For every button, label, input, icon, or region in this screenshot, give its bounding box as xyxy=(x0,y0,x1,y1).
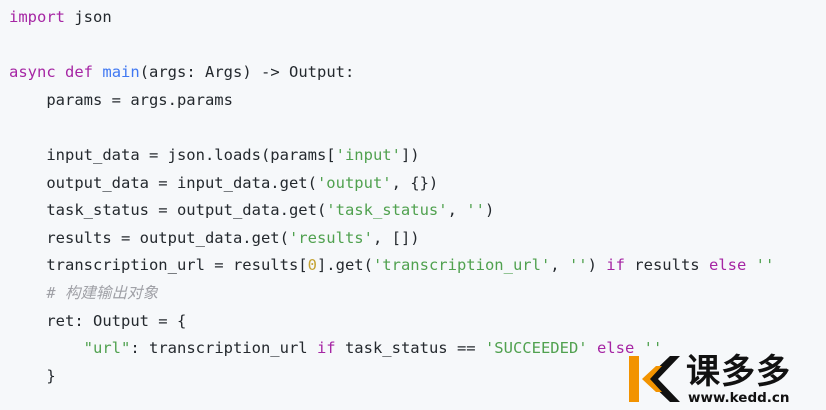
code-token: params = args.params xyxy=(9,90,233,109)
code-token: 'task_status' xyxy=(326,201,448,220)
code-line: input_data = json.loads(params['input']) xyxy=(9,142,826,170)
code-token: if xyxy=(316,339,336,358)
code-token: 'input' xyxy=(335,145,401,164)
code-token: main xyxy=(102,63,140,82)
code-line: } xyxy=(9,363,826,391)
code-token: task_status = output_data.get( xyxy=(9,201,327,220)
code-line: task_status = output_data.get('task_stat… xyxy=(9,197,826,225)
code-token: ].get( xyxy=(316,256,373,275)
code-token: task_status == xyxy=(335,339,485,358)
code-token xyxy=(9,284,46,302)
code-token: ret: Output = { xyxy=(9,311,187,330)
kedd-logo-icon xyxy=(629,356,680,402)
code-token: 'transcription_url' xyxy=(372,256,551,275)
code-line: ret: Output = { xyxy=(9,308,826,336)
code-token: json xyxy=(65,8,112,26)
code-line: results = output_data.get('results', []) xyxy=(9,225,826,253)
code-token: else xyxy=(596,339,635,358)
watermark-brand-name: 课多多 xyxy=(686,352,791,392)
code-token: '' xyxy=(643,339,663,358)
code-token: ) xyxy=(587,256,607,275)
code-line: output_data = input_data.get('output', {… xyxy=(9,170,826,198)
code-token: # 构建输出对象 xyxy=(46,283,158,302)
code-token xyxy=(56,63,65,81)
code-token: else xyxy=(708,256,747,275)
code-line: "url": transcription_url if task_status … xyxy=(9,335,826,363)
code-block: import json​async def main(args: Args) -… xyxy=(9,4,826,390)
code-token: async xyxy=(9,63,56,82)
code-token: if xyxy=(606,256,625,275)
code-token: 0 xyxy=(307,256,317,275)
code-token: output_data = input_data.get( xyxy=(9,173,317,192)
code-line: ​ xyxy=(9,32,826,60)
code-token xyxy=(746,256,755,274)
code-token: '' xyxy=(466,201,485,220)
code-line: params = args.params xyxy=(9,87,826,115)
code-token: , []) xyxy=(372,228,420,247)
code-token: : transcription_url xyxy=(130,339,317,358)
watermark-url: www.kedd.cn xyxy=(688,390,790,406)
code-token: , xyxy=(447,201,467,220)
code-token: input_data = json.loads(params[ xyxy=(9,145,336,164)
code-token xyxy=(9,339,84,357)
code-line: transcription_url = results[0].get('tran… xyxy=(9,252,826,280)
code-token: transcription_url = results[ xyxy=(9,256,308,275)
code-token: "url" xyxy=(83,339,131,358)
code-token: , xyxy=(550,256,569,275)
code-line: # 构建输出对象 xyxy=(9,280,826,308)
code-token: '' xyxy=(568,256,588,275)
code-token xyxy=(588,339,597,357)
code-token: '' xyxy=(755,256,775,275)
code-line: import json xyxy=(9,4,826,32)
code-line: async def main(args: Args) -> Output: xyxy=(9,59,826,87)
code-token: import xyxy=(9,8,65,26)
code-token: , {}) xyxy=(391,173,439,192)
code-token: ]) xyxy=(400,145,420,164)
code-line: ​ xyxy=(9,114,826,142)
code-token: 'results' xyxy=(288,228,373,247)
code-token: ) xyxy=(484,201,495,220)
code-token: (args: Args) -> Output: xyxy=(139,63,355,82)
code-token: } xyxy=(9,366,56,385)
code-token xyxy=(93,63,102,81)
code-token: def xyxy=(65,63,94,82)
code-token: results xyxy=(624,256,709,275)
watermark: 课多多 www.kedd.cn xyxy=(626,350,826,410)
code-token: 'SUCCEEDED' xyxy=(484,339,588,358)
code-token: results = output_data.get( xyxy=(9,228,289,247)
code-token: 'output' xyxy=(316,173,392,192)
